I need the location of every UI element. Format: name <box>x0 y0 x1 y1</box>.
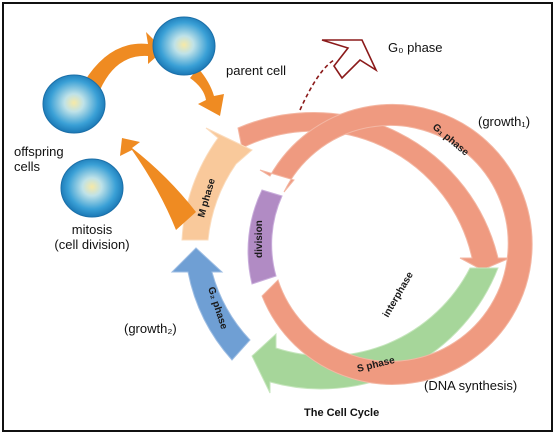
division-label: division <box>254 220 265 258</box>
g0-dashed-curve <box>299 59 335 111</box>
arrow-mitosis-to-offspring <box>120 138 196 230</box>
offspring-label-line1: offspring <box>14 144 64 159</box>
interphase-label: interphase <box>381 270 416 320</box>
g1-growth-label: (growth₁) <box>478 114 530 129</box>
arrow-parent-to-cycle <box>190 68 224 116</box>
g0-arrow <box>321 39 378 80</box>
parent-cell-label: parent cell <box>226 63 286 78</box>
g0-phase-label: G₀ phase <box>388 40 443 55</box>
interphase-ring <box>259 103 533 385</box>
diagram-title: The Cell Cycle <box>304 407 379 419</box>
frame-border <box>2 2 553 432</box>
parent-cell <box>152 16 216 76</box>
arrow-offspring-to-parent <box>84 32 164 90</box>
dna-synthesis-label: (DNA synthesis) <box>424 378 517 393</box>
mitosis-label-line1: mitosis <box>72 222 113 237</box>
offspring-cell-bottom <box>60 158 124 218</box>
g2-growth-label: (growth₂) <box>124 321 177 336</box>
offspring-label-line2: cells <box>14 159 41 174</box>
s-phase-arc <box>251 267 499 394</box>
mitosis-label-line2: (cell division) <box>54 237 129 252</box>
g2-phase-arc <box>170 247 251 361</box>
offspring-cell-top <box>42 74 106 134</box>
division-arc <box>247 189 283 285</box>
m-phase-arc <box>181 127 253 241</box>
